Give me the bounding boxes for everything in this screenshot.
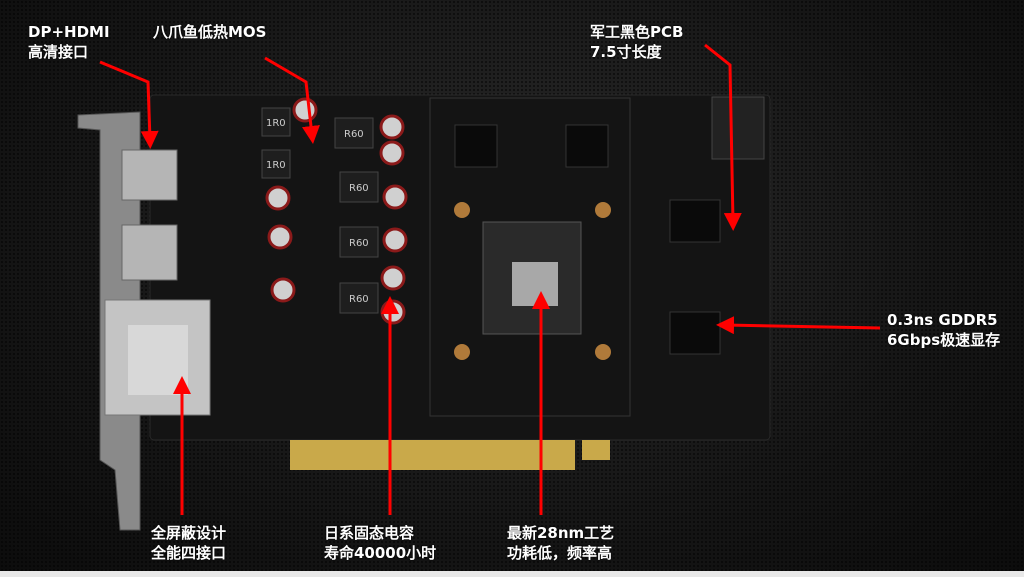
memory-chip bbox=[669, 199, 721, 243]
label-ports: DP+HDMI 高清接口 bbox=[28, 22, 110, 62]
label-mos: 八爪鱼低热MOS bbox=[153, 22, 266, 42]
dp-port bbox=[121, 224, 178, 281]
label-ports-line1: DP+HDMI bbox=[28, 23, 110, 41]
label-pcb-line2: 7.5寸长度 bbox=[590, 43, 662, 61]
label-ports-line2: 高清接口 bbox=[28, 43, 89, 61]
label-capacitor: 日系固态电容 寿命40000小时 bbox=[324, 523, 436, 563]
label-capacitor-line1: 日系固态电容 bbox=[324, 524, 415, 542]
label-memory-line1: 0.3ns GDDR5 bbox=[887, 311, 998, 329]
memory-chip bbox=[454, 124, 498, 168]
inductor-label: 1R0 bbox=[266, 160, 286, 171]
inductor-label: R60 bbox=[349, 183, 369, 194]
inductor-label: R60 bbox=[349, 238, 369, 249]
label-pcb: 军工黑色PCB 7.5寸长度 bbox=[590, 22, 683, 62]
label-capacitor-line2: 寿命40000小时 bbox=[324, 544, 437, 562]
label-gpu-line2: 功耗低，频率高 bbox=[507, 544, 613, 562]
gpu-die bbox=[512, 262, 558, 306]
capacitors bbox=[265, 97, 408, 325]
label-shield-line2: 全能四接口 bbox=[151, 544, 227, 562]
power-connector bbox=[711, 96, 765, 160]
arrow-ports bbox=[99, 60, 159, 149]
label-shield-line1: 全屏蔽设计 bbox=[151, 524, 227, 542]
arrow-memory bbox=[716, 316, 881, 335]
arrow-mos bbox=[264, 56, 320, 144]
memory-chip bbox=[669, 311, 721, 355]
label-gpu: 最新28nm工艺 功耗低，频率高 bbox=[507, 523, 614, 563]
label-memory-line2: 6Gbps极速显存 bbox=[887, 331, 1001, 349]
memory-chip bbox=[565, 124, 609, 168]
label-gpu-line1: 最新28nm工艺 bbox=[507, 524, 615, 542]
inductor-label: R60 bbox=[344, 129, 364, 140]
inductor-label: 1R0 bbox=[266, 118, 286, 129]
label-memory: 0.3ns GDDR5 6Gbps极速显存 bbox=[887, 310, 1000, 350]
inductor-label: R60 bbox=[349, 294, 369, 305]
hdmi-port bbox=[121, 149, 178, 201]
pcie-gold-fingers bbox=[290, 440, 575, 470]
label-mos-line1: 八爪鱼低热MOS bbox=[153, 23, 267, 41]
label-shield: 全屏蔽设计 全能四接口 bbox=[151, 523, 226, 563]
bottom-strip bbox=[0, 571, 1024, 577]
arrow-pcb bbox=[704, 43, 742, 231]
label-pcb-line1: 军工黑色PCB bbox=[590, 23, 684, 41]
